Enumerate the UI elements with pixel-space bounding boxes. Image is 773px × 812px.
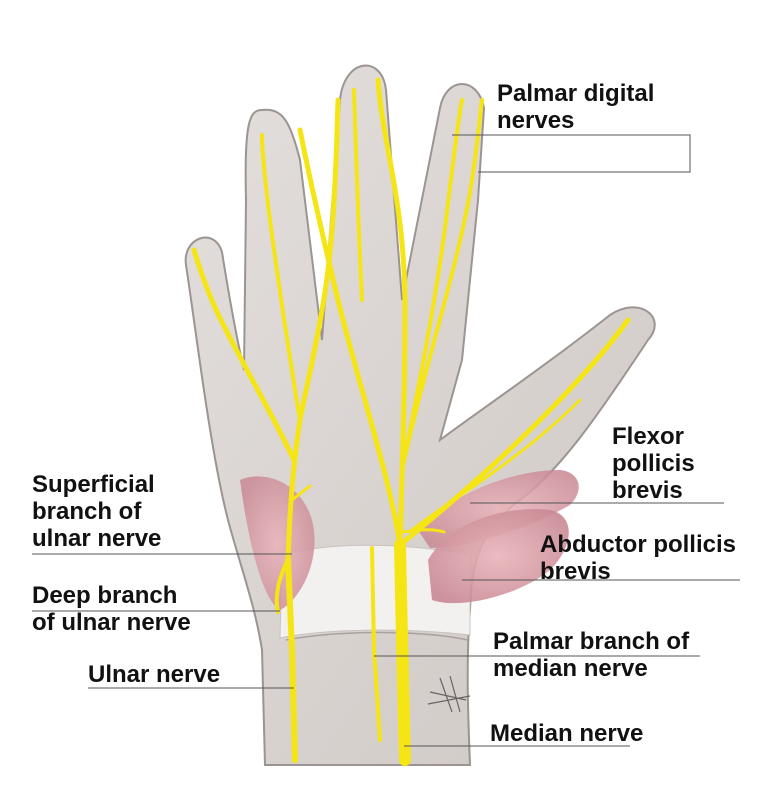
hypothenar-muscle [240,476,315,610]
median-recurrent-branch [400,528,446,534]
ulnar-ring-branch [260,133,302,422]
ulnar-deep-branch [274,558,290,614]
median-branch-middle [375,77,408,548]
wrist-crease [285,631,469,641]
median-branch-index [297,127,403,548]
leader-palmar-digital [452,134,691,173]
digital-branch-middle-ulnar [352,88,364,302]
leader-lines [32,134,740,747]
flexor-pollicis-brevis-muscle [418,470,579,548]
suture-mark [427,675,471,713]
median-branch-thumb-2 [410,398,582,532]
median-branch-middle-radial [400,98,464,472]
palmar-branch-median-path [370,546,382,742]
ulnar-small-branch [290,484,312,502]
ulnar-nerve-path [285,557,298,763]
label-abductor-pollicis-brevis: Abductor pollicis brevis [540,531,737,585]
label-median-nerve: Median nerve [490,720,644,747]
ulnar-little-finger-branch [191,247,297,463]
label-superficial-branch-ulnar-nerve: Superficial branch of ulnar nerve [32,471,162,552]
label-palmar-digital-nerves: Palmar digital nerves [497,80,655,134]
label-flexor-pollicis-brevis: Flexor pollicis brevis [612,423,695,504]
ulnar-superficial-branch [285,97,341,563]
median-branch-thumb [397,317,631,548]
label-deep-branch-ulnar-nerve: Deep branch of ulnar nerve [32,582,191,636]
flexor-retinaculum [279,544,471,639]
median-nerve-path [394,539,411,766]
label-palmar-branch-median-nerve: Palmar branch of median nerve [493,628,690,682]
median-branch-ring [400,98,484,472]
label-ulnar-nerve: Ulnar nerve [88,661,221,688]
nerve-paths [191,77,631,766]
